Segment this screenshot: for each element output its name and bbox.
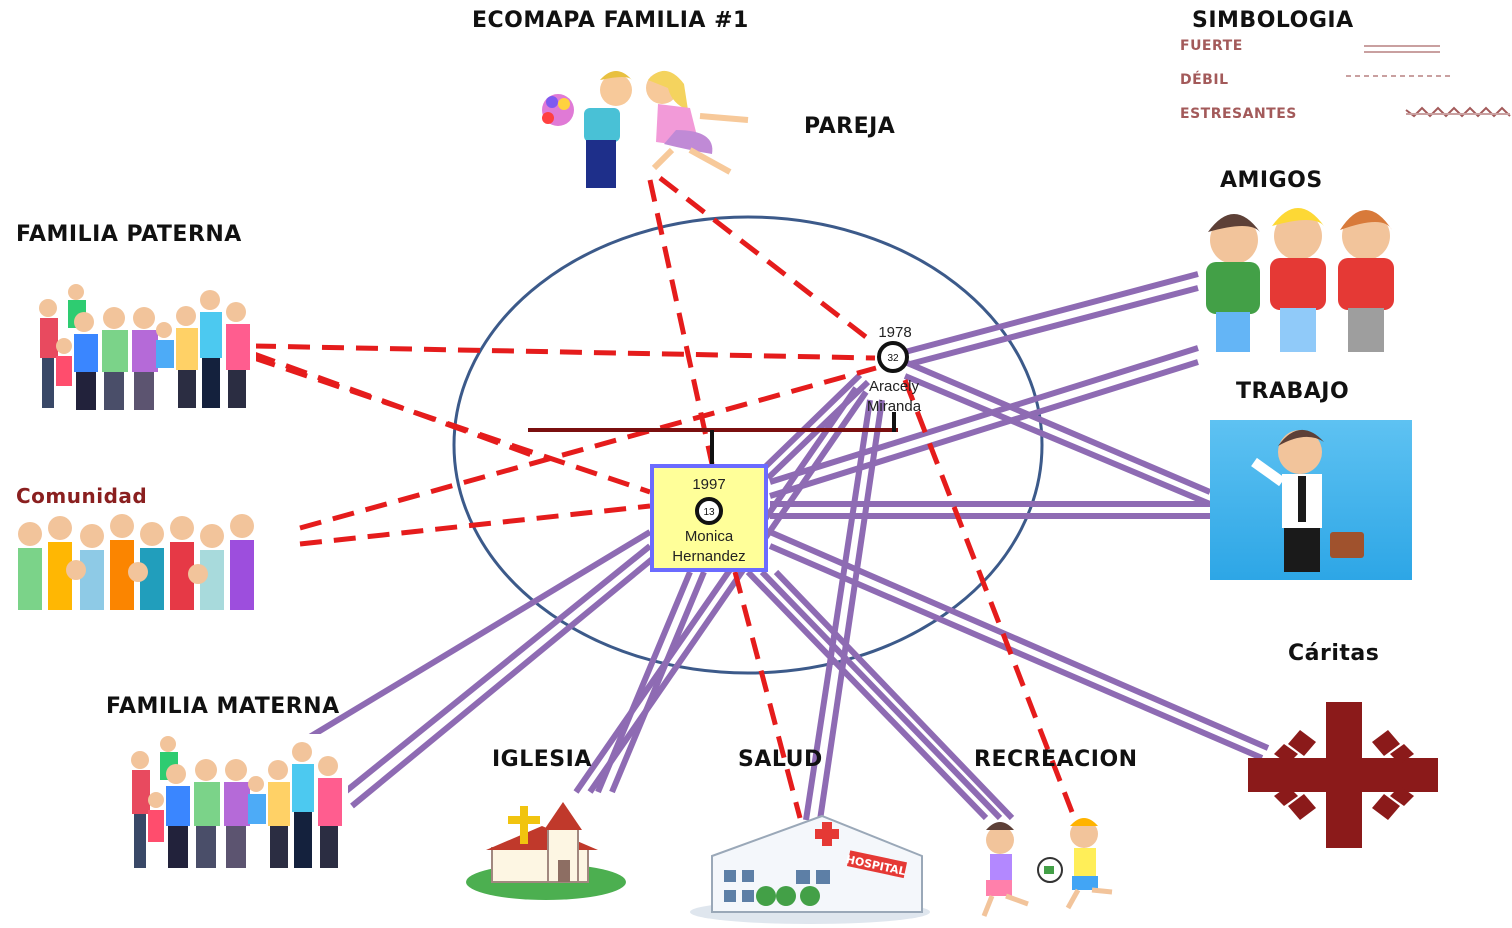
- strong-line-monica-iglesia: [595, 570, 693, 794]
- strong-line-monica-caritas-b: [768, 543, 1264, 761]
- strong-line-monica-materna: [296, 529, 652, 747]
- strong-line-monica-amigos-b: [769, 359, 1199, 499]
- legend-label-fuerte: FUERTE: [1180, 38, 1243, 54]
- monica-node[interactable]: 1997 13 Monica Hernandez: [650, 464, 768, 572]
- aracely-node[interactable]: 32 1978 Aracely Miranda: [867, 324, 922, 415]
- monica-name-line2: Hernandez: [672, 548, 746, 565]
- strong-line-monica-amigos: [769, 345, 1199, 485]
- strong-line-aracely-iglesia-b: [587, 390, 869, 794]
- weak-line-paterna-circle: [253, 351, 541, 461]
- aracely-age: 32: [887, 353, 899, 364]
- familia-paterna-illustration: [34, 284, 256, 412]
- legend-label-estresantes: ESTRESANTES: [1180, 106, 1297, 122]
- label-comunidad: Comunidad: [16, 484, 148, 508]
- iglesia-illustration: [466, 802, 626, 900]
- strong-line-monica-recreacion: [759, 569, 1003, 821]
- trabajo-illustration: [1210, 420, 1412, 580]
- weak-line-paterna-aracely: [253, 343, 876, 361]
- pareja-illustration: [542, 70, 749, 188]
- aracely-name-line1: Aracely: [869, 378, 920, 395]
- strong-line-monica-caritas: [768, 529, 1270, 751]
- label-amigos: AMIGOS: [1220, 168, 1323, 193]
- strong-line-aracely-amigos: [904, 271, 1199, 355]
- label-salud: SALUD: [738, 747, 823, 772]
- amigos-illustration: [1206, 208, 1394, 352]
- label-caritas: Cáritas: [1288, 641, 1380, 666]
- legend-symbols: [1346, 45, 1511, 118]
- strong-line-aracely-salud-b: [817, 399, 885, 821]
- familia-materna-illustration: [124, 734, 348, 874]
- strong-line-aracely-monica: [759, 372, 863, 473]
- family-link: [528, 412, 898, 466]
- weak-line-pareja-aracely: [658, 176, 877, 346]
- label-iglesia: IGLESIA: [492, 747, 592, 772]
- weak-line-comunidad-monica: [299, 503, 651, 547]
- caritas-logo: [1248, 702, 1438, 848]
- strong-line-aracely-amigos-b: [909, 285, 1199, 367]
- legend-title: SIMBOLOGIA: [1192, 8, 1354, 33]
- label-familia-materna: FAMILIA MATERNA: [106, 694, 340, 719]
- label-pareja: PAREJA: [804, 114, 896, 139]
- aracely-circle: [877, 341, 909, 373]
- recreacion-illustration: [981, 818, 1113, 917]
- family-circle: [452, 215, 1044, 675]
- monica-name-line1: Monica: [684, 528, 734, 545]
- strong-line-aracely-iglesia: [573, 386, 859, 794]
- strong-line-monica-salud: [745, 569, 989, 821]
- weak-line-monica-salud: [732, 571, 803, 819]
- legend-label-debil: DÉBIL: [1180, 72, 1229, 88]
- strong-line-monica-materna-b: [338, 543, 652, 799]
- strong-line-monica-recreacion-b: [773, 569, 1015, 821]
- aracely-year: 1978: [878, 324, 911, 341]
- label-trabajo: TRABAJO: [1236, 379, 1350, 404]
- strong-line-aracely-trabajo-b: [903, 373, 1212, 507]
- label-familia-paterna: FAMILIA PATERNA: [16, 222, 242, 247]
- strong-line-aracely-salud: [803, 399, 873, 821]
- strong-line-monica-materna-c: [350, 553, 658, 809]
- weak-line-aracely-recreacion: [902, 379, 1075, 813]
- weak-connections: [253, 176, 1075, 819]
- strong-line-monica-iglesia-b: [609, 570, 707, 794]
- strong-line-aracely-trabajo: [903, 359, 1212, 495]
- diagram-title: ECOMAPA FAMILIA #1: [472, 8, 749, 33]
- monica-circle: 13: [695, 497, 723, 525]
- comunidad-illustration: [12, 510, 270, 614]
- label-recreacion: RECREACION: [974, 747, 1138, 772]
- monica-age: 13: [703, 507, 715, 518]
- salud-illustration: HOSPITAL: [690, 814, 930, 924]
- aracely-name-line2: Miranda: [867, 398, 922, 415]
- monica-year: 1997: [692, 476, 726, 493]
- strong-connections: [296, 271, 1270, 821]
